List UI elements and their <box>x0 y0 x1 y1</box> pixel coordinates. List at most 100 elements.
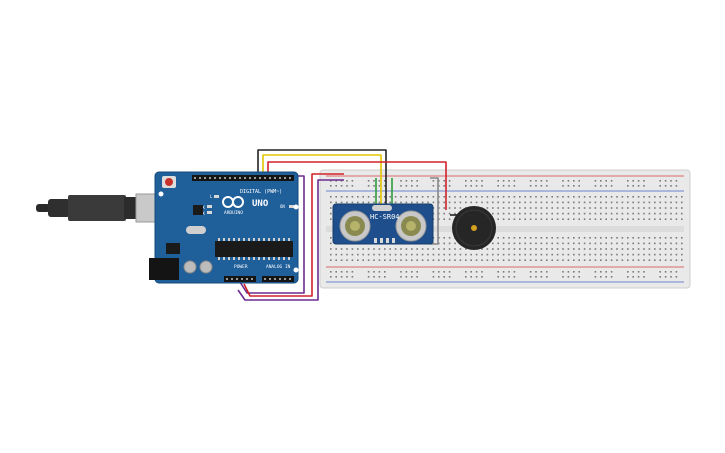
breadboard-hole <box>465 196 467 198</box>
breadboard-hole <box>637 237 640 239</box>
breadboard-hole <box>432 253 435 256</box>
breadboard-hole <box>330 276 332 278</box>
breadboard-hole <box>610 259 613 261</box>
header-pin <box>219 177 221 179</box>
breadboard-hole <box>529 248 532 250</box>
breadboard-hole <box>335 276 337 278</box>
breadboard-hole <box>427 196 429 198</box>
breadboard-hole <box>443 248 445 250</box>
header-pin <box>284 278 286 280</box>
breadboard-hole <box>378 259 381 261</box>
chip-pin <box>233 238 235 241</box>
breadboard-hole <box>351 180 354 182</box>
breadboard-hole <box>589 253 591 256</box>
breadboard-hole <box>643 207 645 209</box>
breadboard-hole <box>654 248 656 250</box>
chip-pin <box>238 238 240 241</box>
header-pin <box>236 278 238 280</box>
breadboard-hole <box>443 180 445 182</box>
breadboard-hole <box>411 185 413 187</box>
breadboard-hole <box>632 180 634 182</box>
breadboard-hole <box>627 201 629 204</box>
breadboard-hole <box>475 201 478 204</box>
breadboard-hole <box>578 212 580 215</box>
chip-pin <box>283 257 285 260</box>
breadboard-hole <box>643 271 645 273</box>
breadboard-hole <box>384 185 386 187</box>
breadboard-hole <box>610 207 613 209</box>
breadboard-hole <box>416 180 418 182</box>
header-pin <box>239 177 241 179</box>
breadboard-hole <box>578 271 580 273</box>
breadboard-hole <box>519 237 521 239</box>
breadboard-hole <box>562 180 564 182</box>
breadboard-hole <box>529 259 532 261</box>
breadboard-hole <box>540 253 543 256</box>
breadboard-hole <box>670 271 672 273</box>
breadboard-hole <box>567 271 570 273</box>
breadboard-hole <box>637 185 640 187</box>
breadboard-hole <box>578 196 580 198</box>
breadboard-hole <box>454 212 456 215</box>
analog-header <box>262 276 294 282</box>
breadboard-hole <box>632 218 634 220</box>
buzzer-center <box>471 225 477 231</box>
breadboard-hole <box>362 259 364 261</box>
breadboard-hole <box>454 248 456 250</box>
breadboard-hole <box>330 259 332 261</box>
breadboard-hole <box>367 271 370 273</box>
breadboard-hole <box>405 259 408 261</box>
breadboard-hole <box>654 201 656 204</box>
breadboard-hole <box>637 253 640 256</box>
breadboard-hole <box>589 212 591 215</box>
breadboard-hole <box>405 201 408 204</box>
breadboard-hole <box>627 276 629 278</box>
breadboard-hole <box>654 237 656 239</box>
sensor-model-label: HC-SR04 <box>370 213 400 221</box>
breadboard-hole <box>448 196 451 198</box>
breadboard-hole <box>465 180 467 182</box>
reset-button-cap[interactable] <box>165 178 173 186</box>
breadboard-hole <box>551 253 553 256</box>
breadboard-hole <box>594 242 597 245</box>
breadboard-hole <box>497 253 499 256</box>
header-pin <box>269 278 271 280</box>
breadboard-hole <box>508 276 510 278</box>
breadboard-hole <box>519 242 521 245</box>
breadboard-hole <box>427 259 429 261</box>
breadboard-hole <box>432 259 435 261</box>
breadboard-hole <box>573 259 575 261</box>
breadboard-hole <box>340 253 343 256</box>
breadboard-hole <box>529 201 532 204</box>
breadboard-hole <box>373 180 375 182</box>
breadboard-hole <box>648 248 651 250</box>
breadboard-hole <box>632 276 634 278</box>
on-label: ON <box>280 204 285 209</box>
breadboard-hole <box>351 259 354 261</box>
breadboard-hole <box>594 271 597 273</box>
breadboard-hole <box>675 237 678 239</box>
breadboard-hole <box>632 248 634 250</box>
breadboard-hole <box>670 212 672 215</box>
breadboard-hole <box>659 248 661 250</box>
breadboard-hole <box>670 237 672 239</box>
breadboard-hole <box>475 271 478 273</box>
breadboard-hole <box>481 196 483 198</box>
breadboard-hole <box>670 259 672 261</box>
breadboard-hole <box>675 253 678 256</box>
breadboard-hole <box>486 196 489 198</box>
breadboard-hole <box>632 212 634 215</box>
breadboard-hole <box>502 212 505 215</box>
breadboard-hole <box>454 207 456 209</box>
breadboard-hole <box>589 196 591 198</box>
breadboard-hole <box>605 259 607 261</box>
breadboard-hole <box>583 196 586 198</box>
header-pin <box>254 177 256 179</box>
breadboard-hole <box>675 212 678 215</box>
breadboard-hole <box>605 207 607 209</box>
breadboard-hole <box>432 196 435 198</box>
breadboard-hole <box>578 180 580 182</box>
breadboard-hole <box>529 196 532 198</box>
breadboard-hole <box>605 237 607 239</box>
breadboard-hole <box>513 248 516 250</box>
